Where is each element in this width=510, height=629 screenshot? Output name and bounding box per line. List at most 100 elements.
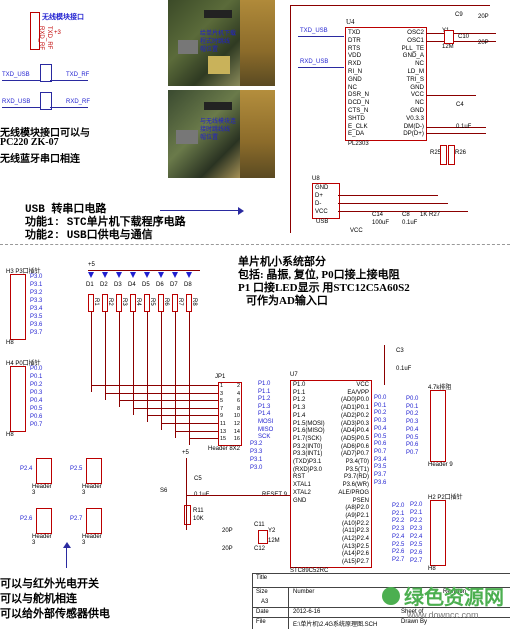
tb-size: Size <box>256 589 268 595</box>
pin-label: +3 <box>54 30 61 36</box>
u7-pin: P1.4 <box>293 412 306 419</box>
h3-foot: H8 <box>6 340 14 346</box>
note-line-2: PC220 ZK-07 <box>0 137 59 148</box>
jp1-part: Header 8X2 <box>208 446 241 452</box>
u7-pin: EA/VPP <box>347 389 369 396</box>
caption-line: 帽位置 <box>200 47 219 53</box>
c4-label: C4 <box>456 102 464 108</box>
rp-name: 4.7k排阻 <box>428 385 452 391</box>
net-label: P2.1 <box>392 510 405 517</box>
resistor-label: R6 <box>163 298 169 306</box>
led-label: D1 <box>86 282 94 288</box>
net-label: P2.0 <box>392 503 405 509</box>
u4-pin: DM(D-) <box>403 122 424 130</box>
net-label: P3.2 <box>250 441 263 447</box>
c9-label: C9 <box>455 12 463 18</box>
u4-pin: TRI_S <box>406 75 424 83</box>
r27-label: 1K R27 <box>420 212 441 218</box>
net-label: P3.3 <box>30 298 43 304</box>
u7-pin: P3.7(RD) <box>343 474 369 481</box>
board-photo-1b <box>240 0 275 86</box>
net-label: P3.0 <box>250 465 263 471</box>
r11-value: 10K <box>193 516 204 522</box>
led-label: D4 <box>128 282 136 288</box>
tb-date: Date <box>256 609 269 615</box>
caption-line: 接时跳线线 <box>200 127 231 133</box>
pin-number: 11 <box>220 420 226 427</box>
resistor <box>186 294 192 312</box>
tb-revision: Revision <box>443 589 467 595</box>
net-label: P0.6 <box>30 414 43 420</box>
c3-label: C3 <box>396 348 404 354</box>
net-label: P0.2 <box>30 382 43 388</box>
u7-pin: PSEN <box>352 497 369 504</box>
pin-number: 16 <box>233 436 240 443</box>
r11 <box>184 505 191 525</box>
resistor <box>158 294 164 312</box>
watermark-url: www.downcc.com <box>407 610 479 620</box>
led-icon <box>172 272 178 278</box>
net-label: P3.7 <box>30 330 43 336</box>
wire <box>119 400 218 402</box>
net-label: P0.7 <box>30 422 43 428</box>
caption-line: 程式时跳线 <box>200 39 231 45</box>
u7-pin: (TXD)P3.1 <box>293 459 322 466</box>
h2-header <box>430 500 446 566</box>
r25 <box>440 145 447 165</box>
u8-usb-label: USB <box>316 219 329 225</box>
u4-pin: LD_M <box>407 67 424 75</box>
u4-pin: V0.3.3 <box>406 114 424 122</box>
watermark-title: 绿色资源网 <box>404 585 504 609</box>
u7-pin: P1.7(SCK) <box>293 435 322 442</box>
photo2-caption: 与无线模块连 接时跳线线 帽位置 <box>200 118 236 142</box>
resistor-label: R3 <box>121 298 127 306</box>
led-label: D7 <box>170 282 178 288</box>
mcu-line3: 可作为AD输入口 <box>246 295 328 307</box>
photo1-caption: 给单片机下载 程式时跳线 帽位置 <box>200 30 236 54</box>
c3-value: 0.1uF <box>396 366 412 372</box>
jp1-name: JP1 <box>215 374 226 380</box>
u4-pin: GND <box>410 106 424 114</box>
u4-pin: GND <box>348 75 362 83</box>
net-label: P1.0 <box>258 381 271 387</box>
u7-pin: ALE/PROG <box>338 489 369 496</box>
u4-pin: DSR_N <box>348 91 369 99</box>
pin-number: 15 <box>220 436 227 443</box>
net-label: P1.1 <box>258 388 271 395</box>
u4-part: PL2303 <box>348 141 369 147</box>
net-label: P2.2 <box>410 518 423 524</box>
rp-header <box>430 390 446 462</box>
u4-pin: CTS_N <box>348 106 369 114</box>
mcu-line2: P1 口接LED显示 用STC12C5A60S2 <box>238 282 410 294</box>
u8-pin: D- <box>315 201 322 207</box>
u7-pin: (A11)P2.3 <box>342 528 369 535</box>
u4-pin: TXD <box>348 29 361 36</box>
wire <box>2 80 40 81</box>
section-divider <box>0 244 510 245</box>
mcu-title: 单片机小系统部分 <box>238 256 326 268</box>
led-icon <box>144 272 150 278</box>
header3-connector <box>86 508 102 534</box>
y1-crystal <box>444 30 454 44</box>
tb-date-val: 2012-6-16 <box>293 609 321 615</box>
jumper <box>40 64 52 82</box>
net-label: P2.4 <box>410 534 423 540</box>
pin-label: RXD_RF <box>38 26 44 51</box>
net-label: P3.0 <box>30 274 43 280</box>
c10-label: C10 <box>458 34 470 40</box>
net-label: P0.1 <box>374 402 387 409</box>
u4-pin: DCD_N <box>348 99 370 107</box>
cap-20p-1: 20P <box>478 14 489 20</box>
net-label: P3.4 <box>374 456 387 463</box>
wire <box>161 312 162 430</box>
h2-name: H2 P2口插针 <box>428 495 463 501</box>
resistor-label: R7 <box>177 298 183 306</box>
u8-connector: GND D+ D- VCC <box>312 183 340 219</box>
net-label: P0.7 <box>406 449 419 456</box>
resistor <box>172 294 178 312</box>
